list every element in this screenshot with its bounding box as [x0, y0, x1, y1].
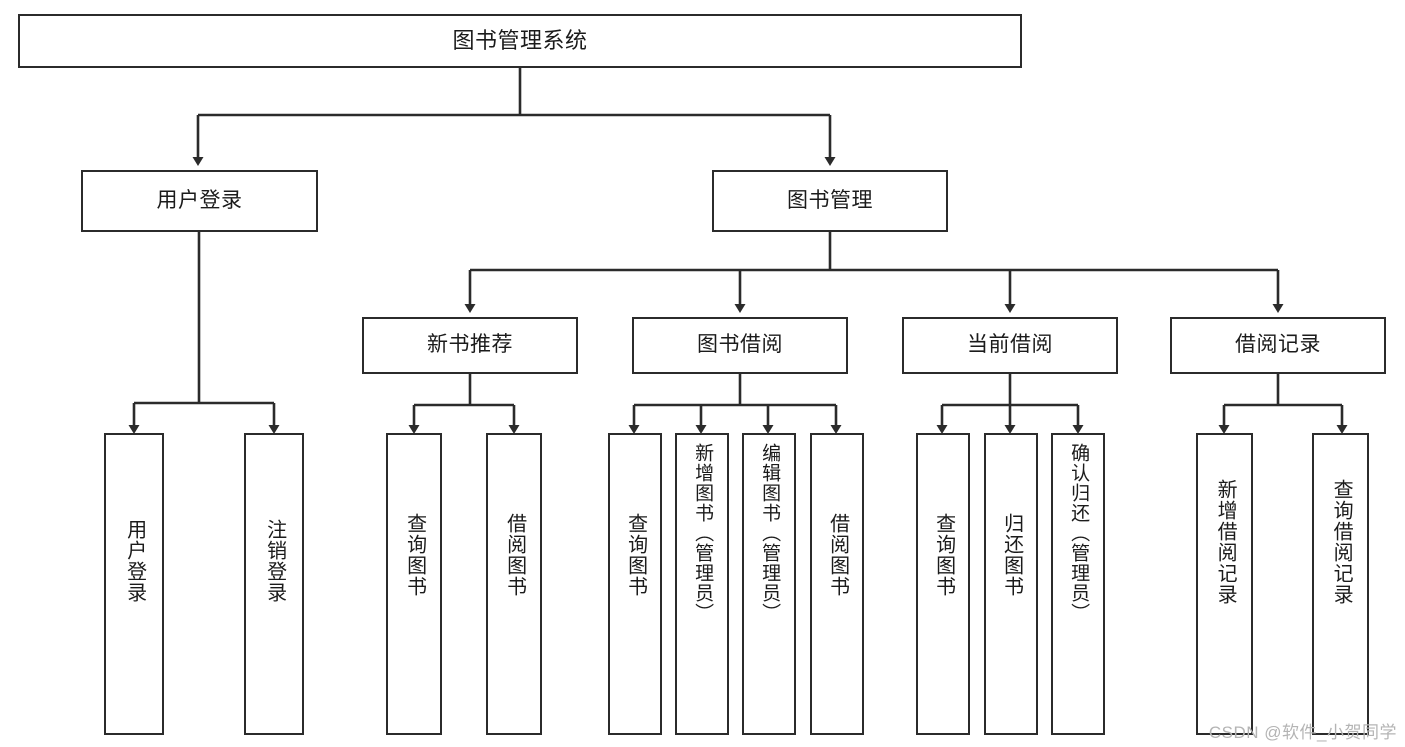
leaf-borrow-add-book-admin[interactable]: 新增图书（管理员） — [675, 433, 729, 735]
node-book-borrow[interactable]: 图书借阅 — [632, 317, 848, 374]
leaf-user-login-login[interactable]: 用户登录 — [104, 433, 164, 735]
node-label: 查询借阅记录 — [1330, 479, 1353, 605]
node-book-management[interactable]: 图书管理 — [712, 170, 948, 232]
node-root-system[interactable]: 图书管理系统 — [18, 14, 1022, 68]
node-new-book-recommend[interactable]: 新书推荐 — [362, 317, 578, 374]
node-label: 图书借阅 — [697, 333, 783, 357]
node-label: 当前借阅 — [967, 333, 1053, 357]
node-current-borrow[interactable]: 当前借阅 — [902, 317, 1118, 374]
node-label: 查询图书 — [624, 513, 647, 597]
leaf-new-book-query[interactable]: 查询图书 — [386, 433, 442, 735]
node-user-login[interactable]: 用户登录 — [81, 170, 318, 232]
node-label: 借阅图书 — [503, 513, 526, 597]
node-label: 用户登录 — [123, 519, 146, 603]
node-label: 查询图书 — [932, 513, 955, 597]
leaf-new-book-borrow[interactable]: 借阅图书 — [486, 433, 542, 735]
node-label: 确认归还（管理员） — [1068, 443, 1090, 623]
node-borrow-record[interactable]: 借阅记录 — [1170, 317, 1386, 374]
node-label: 图书管理 — [787, 188, 873, 212]
leaf-borrow-edit-book-admin[interactable]: 编辑图书（管理员） — [742, 433, 796, 735]
node-label: 查询图书 — [403, 513, 426, 597]
node-label: 新增图书（管理员） — [692, 443, 714, 623]
node-label: 编辑图书（管理员） — [759, 443, 781, 623]
node-label: 用户登录 — [156, 188, 243, 212]
node-label: 新增借阅记录 — [1214, 479, 1237, 605]
leaf-record-add-record[interactable]: 新增借阅记录 — [1196, 433, 1253, 735]
node-label: 借阅图书 — [826, 513, 849, 597]
leaf-borrow-borrow-book[interactable]: 借阅图书 — [810, 433, 864, 735]
leaf-borrow-query-book[interactable]: 查询图书 — [608, 433, 662, 735]
leaf-current-confirm-return-admin[interactable]: 确认归还（管理员） — [1051, 433, 1105, 735]
leaf-user-login-logout[interactable]: 注销登录 — [244, 433, 304, 735]
leaf-current-query-book[interactable]: 查询图书 — [916, 433, 970, 735]
node-label: 注销登录 — [263, 519, 286, 603]
node-label: 新书推荐 — [427, 333, 513, 357]
node-label: 归还图书 — [1000, 513, 1023, 597]
leaf-current-return-book[interactable]: 归还图书 — [984, 433, 1038, 735]
node-label: 图书管理系统 — [452, 28, 588, 54]
csdn-watermark: CSDN @软件_小贺同学 — [1208, 723, 1397, 742]
node-label: 借阅记录 — [1235, 333, 1321, 357]
leaf-record-query-record[interactable]: 查询借阅记录 — [1312, 433, 1369, 735]
